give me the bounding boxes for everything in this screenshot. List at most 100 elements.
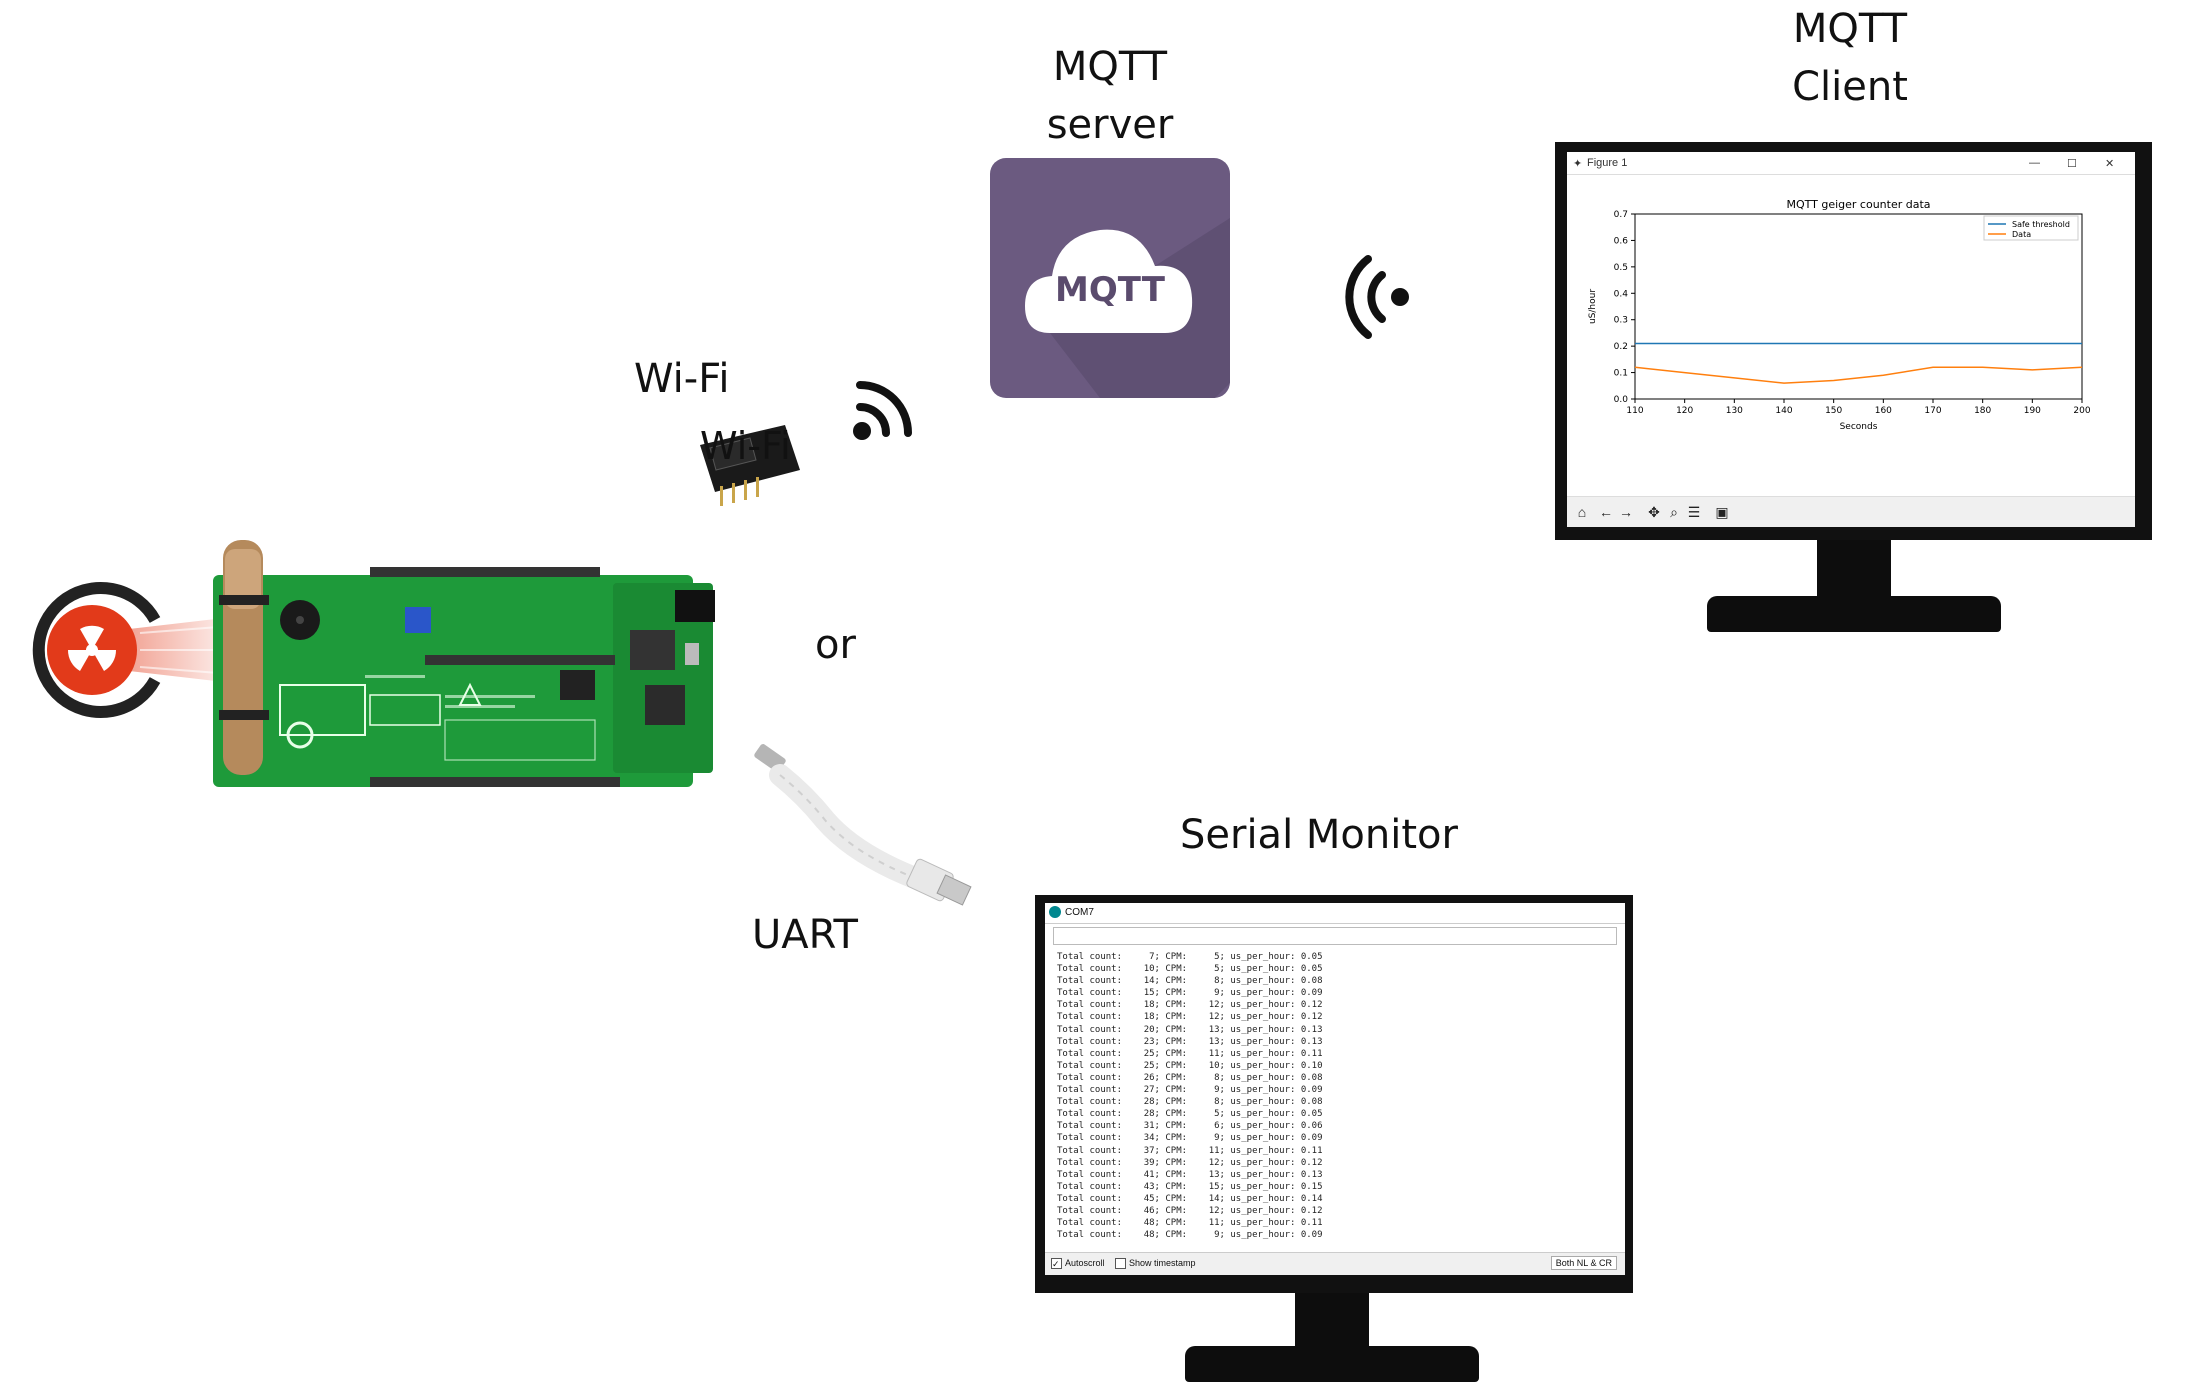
serial-line: Total count: 48; CPM: 11; us_per_hour: 0… (1057, 1218, 1323, 1229)
y-tick-label: 0.1 (1614, 369, 1628, 379)
autoscroll-checkbox[interactable]: ✓Autoscroll (1051, 1258, 1105, 1270)
serial-line: Total count: 27; CPM: 9; us_per_hour: 0.… (1057, 1085, 1323, 1096)
mqtt-client-label-line1: MQTT (1792, 6, 1908, 52)
serial-monitor-screen: COM7 Total count: 7; CPM: 5; us_per_hour… (1045, 903, 1625, 1275)
mqtt-logo-text: MQTT (1055, 270, 1165, 310)
legend-label: Safe threshold (2012, 220, 2070, 229)
show-timestamp-checkbox[interactable]: Show timestamp (1115, 1258, 1196, 1270)
autoscroll-label: Autoscroll (1065, 1258, 1105, 1268)
home-icon[interactable]: ⌂ (1577, 504, 1587, 520)
arduino-icon (1049, 906, 1061, 918)
y-tick-label: 0.2 (1614, 342, 1628, 352)
x-tick-label: 160 (1875, 406, 1892, 416)
plot-toolbar: ⌂ ← → ✥ ⌕ ☰ ▣ (1567, 496, 2135, 527)
serial-line: Total count: 25; CPM: 10; us_per_hour: 0… (1057, 1060, 1323, 1071)
x-tick-label: 120 (1676, 406, 1693, 416)
mqtt-server-icon (990, 158, 1230, 398)
mqtt-server-label-line2: server (1046, 102, 1174, 148)
plot-window-titlebar: ✦ Figure 1 — ☐ ✕ (1567, 152, 2135, 175)
serial-monitor-display: COM7 Total count: 7; CPM: 5; us_per_hour… (1035, 895, 1633, 1293)
wireless-signal-icon (853, 381, 912, 440)
window-icon: ✦ (1573, 158, 1583, 170)
y-tick-label: 0.0 (1614, 395, 1629, 405)
x-tick-label: 140 (1775, 406, 1792, 416)
zoom-icon[interactable]: ⌕ (1670, 504, 1678, 520)
mqtt-client-label: MQTT Client (1750, 0, 1950, 116)
configure-icon[interactable]: ☰ (1687, 504, 1701, 520)
y-tick-label: 0.3 (1614, 316, 1628, 326)
serial-monitor-titlebar: COM7 (1045, 903, 1625, 924)
timestamp-check-icon (1115, 1258, 1126, 1270)
serial-line: Total count: 20; CPM: 13; us_per_hour: 0… (1057, 1024, 1323, 1035)
forward-icon[interactable]: → (1619, 504, 1633, 520)
maximize-button[interactable]: ☐ (2067, 158, 2077, 170)
y-tick-label: 0.4 (1614, 289, 1629, 299)
x-tick-label: 130 (1726, 406, 1743, 416)
serial-line: Total count: 28; CPM: 8; us_per_hour: 0.… (1057, 1097, 1323, 1108)
serial-monitor-footer: ✓Autoscroll Show timestamp Both NL & CR (1045, 1252, 1625, 1275)
serial-line: Total count: 34; CPM: 9; us_per_hour: 0.… (1057, 1133, 1323, 1144)
save-icon[interactable]: ▣ (1715, 504, 1729, 520)
serial-line: Total count: 23; CPM: 13; us_per_hour: 0… (1057, 1036, 1323, 1047)
mqtt-server-label: MQTT server (1010, 38, 1210, 154)
x-tick-label: 200 (2073, 406, 2090, 416)
serial-line: Total count: 43; CPM: 15; us_per_hour: 0… (1057, 1181, 1323, 1192)
serial-line: Total count: 26; CPM: 8; us_per_hour: 0.… (1057, 1072, 1323, 1083)
serial-output: Total count: 7; CPM: 5; us_per_hour: 0.0… (1057, 951, 1323, 1241)
mqtt-server-label-line1: MQTT (1052, 44, 1168, 90)
serial-line: Total count: 31; CPM: 6; us_per_hour: 0.… (1057, 1121, 1323, 1132)
close-button[interactable]: ✕ (2105, 158, 2115, 170)
pan-icon[interactable]: ✥ (1648, 504, 1660, 520)
or-label: or (815, 622, 856, 668)
y-tick-label: 0.7 (1614, 210, 1628, 220)
serial-line: Total count: 39; CPM: 12; us_per_hour: 0… (1057, 1157, 1323, 1168)
client-monitor-base (1707, 596, 2001, 632)
serial-line: Total count: 25; CPM: 11; us_per_hour: 0… (1057, 1048, 1323, 1059)
serial-port-title: COM7 (1065, 907, 1094, 918)
serial-line: Total count: 18; CPM: 12; us_per_hour: 0… (1057, 1000, 1323, 1011)
line-ending-select[interactable]: Both NL & CR (1550, 1256, 1617, 1270)
serial-monitor-neck (1295, 1293, 1369, 1351)
geiger-chart: MQTT geiger counter dataSecondsuS/hour11… (1588, 198, 2091, 432)
y-tick-label: 0.6 (1614, 236, 1629, 246)
x-tick-label: 180 (1974, 406, 1991, 416)
serial-monitor-base (1185, 1346, 1479, 1382)
serial-line: Total count: 37; CPM: 11; us_per_hour: 0… (1057, 1145, 1323, 1156)
y-tick-label: 0.5 (1614, 263, 1628, 273)
x-tick-label: 190 (2024, 406, 2041, 416)
serial-line: Total count: 28; CPM: 5; us_per_hour: 0.… (1057, 1109, 1323, 1120)
y-axis-label: uS/hour (1588, 289, 1598, 324)
wifi-module (700, 425, 800, 506)
client-monitor-neck (1817, 540, 1891, 600)
broadcast-signal-icon (1345, 255, 1409, 339)
serial-line: Total count: 14; CPM: 8; us_per_hour: 0.… (1057, 976, 1323, 987)
serial-line: Total count: 41; CPM: 13; us_per_hour: 0… (1057, 1169, 1323, 1180)
serial-line: Total count: 7; CPM: 5; us_per_hour: 0.0… (1057, 952, 1323, 962)
plot-area (1634, 213, 2083, 400)
plot-window-title: Figure 1 (1587, 157, 1628, 169)
minimize-button[interactable]: — (2029, 157, 2040, 169)
back-icon[interactable]: ← (1599, 504, 1613, 520)
show-timestamp-label: Show timestamp (1129, 1258, 1196, 1268)
wifi-module-label: Wi-Fi (700, 424, 791, 468)
serial-line: Total count: 48; CPM: 9; us_per_hour: 0.… (1057, 1230, 1323, 1241)
serial-line: Total count: 10; CPM: 5; us_per_hour: 0.… (1057, 964, 1323, 975)
autoscroll-check-icon: ✓ (1051, 1258, 1062, 1270)
serial-line: Total count: 45; CPM: 14; us_per_hour: 0… (1057, 1193, 1323, 1204)
series-line-data (1634, 366, 2083, 384)
uart-label: UART (752, 912, 858, 958)
legend-box (1983, 215, 2079, 241)
x-tick-label: 150 (1825, 406, 1842, 416)
x-tick-label: 110 (1626, 406, 1643, 416)
usb-cable (754, 744, 972, 906)
client-monitor: ✦ Figure 1 — ☐ ✕ MQTT geiger counter dat… (1555, 142, 2152, 540)
x-axis-label: Seconds (1840, 422, 1878, 432)
wifi-label: Wi-Fi (634, 356, 730, 402)
serial-line: Total count: 18; CPM: 12; us_per_hour: 0… (1057, 1012, 1323, 1023)
serial-input-field[interactable] (1053, 927, 1617, 945)
serial-line: Total count: 46; CPM: 12; us_per_hour: 0… (1057, 1205, 1323, 1216)
evaluation-board-pcb (213, 540, 715, 787)
mqtt-client-label-line2: Client (1792, 64, 1908, 110)
legend-label: Data (2012, 230, 2031, 239)
x-tick-label: 170 (1924, 406, 1941, 416)
